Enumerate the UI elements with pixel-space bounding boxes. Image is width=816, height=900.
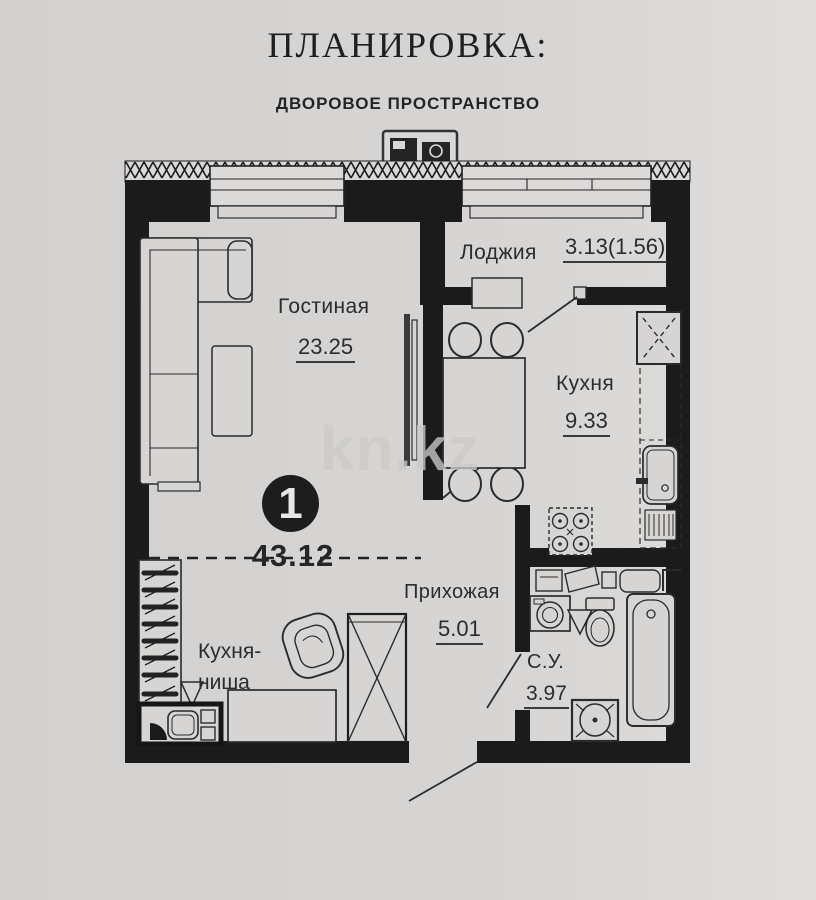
rooms-count-badge: 1 [262, 475, 319, 532]
dining-table [442, 357, 526, 469]
niche-counter [227, 689, 337, 743]
windows [209, 165, 652, 219]
dining-set [442, 322, 526, 502]
room-area-kitchen: 9.33 [563, 408, 610, 437]
vanity-strip [535, 565, 681, 593]
page-title: ПЛАНИРОВКА: [267, 25, 549, 65]
kitchen-sink-icon [636, 445, 679, 541]
room-label-hallway: Прихожая [404, 581, 500, 603]
wall-living-loggia [420, 180, 445, 305]
total-area: 43.12 [251, 538, 335, 573]
door-hinge-loggia [573, 286, 587, 300]
watermark: kn.kz [320, 415, 481, 484]
room-area-hallway: 5.01 [436, 616, 483, 645]
closet-icon [346, 612, 408, 744]
room-label-kitchen: Кухня [556, 372, 615, 395]
room-area-loggia: 3.13(1.56) [563, 234, 668, 263]
room-label-living: Гостиная [278, 295, 370, 318]
wall-loggia-kitchen-right [577, 287, 666, 305]
kitchen-niche-line2: ниша [198, 671, 250, 694]
wall-hall-bath-upper [515, 505, 530, 652]
washing-machine-icon [529, 595, 571, 632]
fridge-icon [636, 311, 682, 365]
room-label-bathroom: С.У. [527, 651, 565, 673]
window-living [209, 165, 345, 219]
courtyard-label: ДВОРОВОЕ ПРОСТРАНСТВО [275, 94, 541, 113]
bathtub-icon [626, 593, 676, 727]
toilet-icon [585, 597, 615, 647]
shower-drain-icon [570, 698, 620, 743]
room-label-kitchen-niche: Кухня- ниша [198, 636, 261, 698]
room-area-bathroom: 3.97 [524, 682, 569, 709]
room-area-living: 23.25 [296, 334, 356, 363]
window-loggia [461, 165, 652, 219]
door-swing-bathroom [486, 653, 522, 709]
kitchen-counter [639, 363, 682, 549]
door-swing-entrance [408, 761, 478, 802]
wall-hall-bath-lower [515, 710, 530, 741]
wardrobe-hangers [138, 559, 182, 709]
ac-unit-icon [381, 129, 459, 171]
wall-bottom-right [477, 741, 690, 763]
niche-sink-icon [281, 612, 345, 679]
laundry-unit [136, 701, 224, 747]
sofa [139, 237, 253, 492]
tv-panel [404, 314, 418, 466]
stove-icon [548, 507, 593, 556]
door-swing-loggia [527, 296, 578, 333]
kitchen-niche-line1: Кухня- [198, 640, 262, 663]
coffee-table [211, 345, 253, 437]
loggia-cabinet [471, 277, 523, 309]
room-label-loggia: Лоджия [460, 241, 537, 264]
wall-tv [423, 305, 443, 500]
